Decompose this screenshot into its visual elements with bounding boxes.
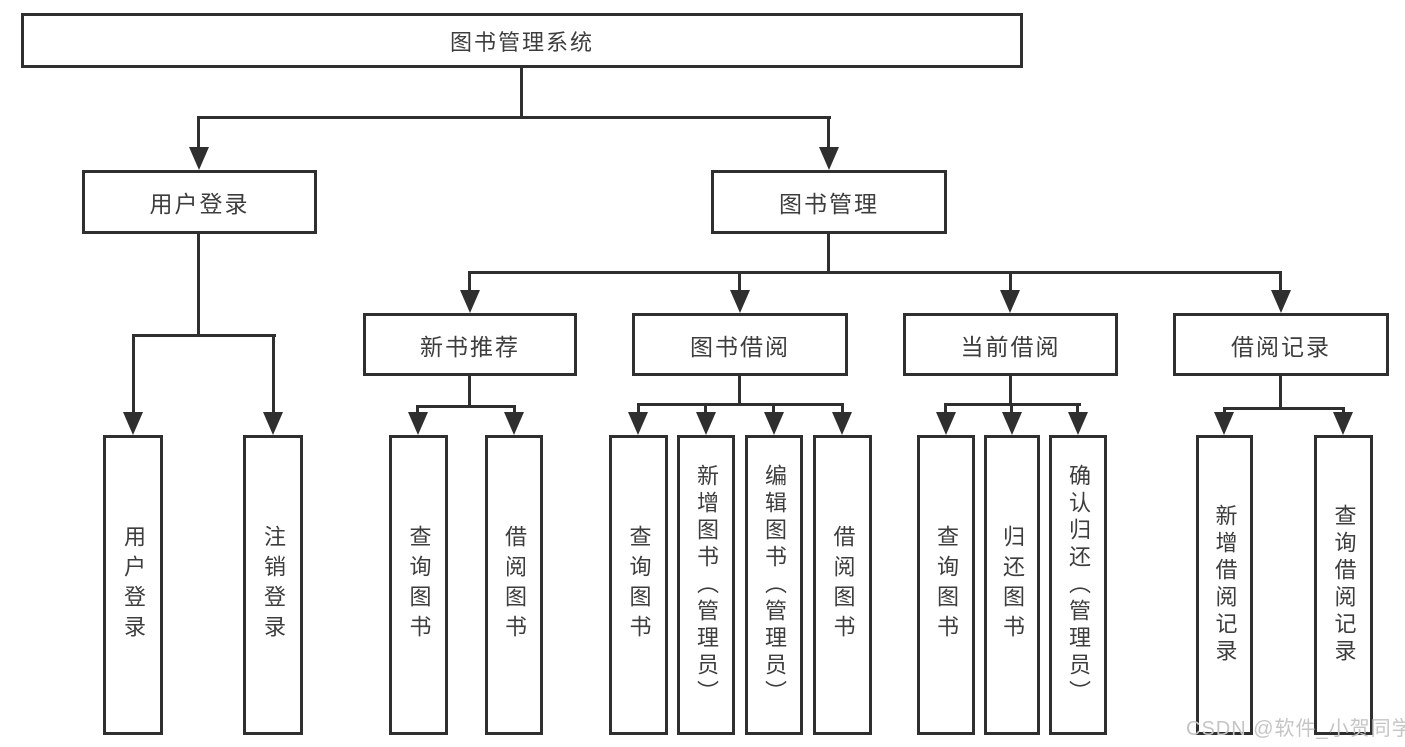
leaf-label: 借阅图书 (830, 525, 856, 645)
arrow-down-icon (460, 290, 480, 313)
node-label: 用户登录 (149, 191, 250, 217)
arrow-down-icon (628, 412, 648, 435)
node-label: 图书管理系统 (449, 29, 594, 55)
leaf-query-books: 查询图书 (609, 435, 668, 735)
leaf-user-login: 用户登录 (103, 435, 163, 735)
connector-new-stem (468, 376, 471, 407)
leaf-label: 查询图书 (406, 525, 432, 645)
leaf-label: 借阅图书 (502, 525, 527, 645)
arrow-down-icon (1002, 412, 1022, 435)
arrow-down-icon (936, 412, 956, 435)
leaf-confirm-return-admin: 确认归还（管理员） (1049, 435, 1107, 735)
leaf-add-book-admin: 新增图书（管理员） (677, 435, 735, 735)
connector-leaf-drop (772, 405, 775, 415)
connector-leaf-drop (1010, 405, 1013, 415)
csdn-watermark: CSDN @软件_小贺同学 (1186, 718, 1405, 740)
connector-l3-drop (468, 273, 471, 293)
connector-l3-drop (1009, 273, 1012, 293)
connector-leaf-drop (416, 407, 419, 416)
node-user-login: 用户登录 (82, 170, 317, 234)
connector-user-leaf-drop (272, 336, 275, 416)
connector-borrow-stem (738, 376, 741, 405)
arrow-down-icon (408, 412, 428, 435)
connector-leaf-drop (841, 405, 844, 415)
leaf-return-books: 归还图书 (984, 435, 1040, 735)
leaf-query-books: 查询图书 (917, 435, 975, 735)
connector-leaf-drop (1076, 405, 1079, 415)
leaf-logout: 注销登录 (243, 435, 303, 735)
leaf-label: 用户登录 (121, 525, 146, 645)
leaf-query-borrow-record: 查询借阅记录 (1314, 435, 1373, 735)
connector-book-drop (827, 118, 830, 150)
node-label: 借阅记录 (1231, 333, 1331, 360)
node-label: 当前借阅 (960, 333, 1061, 360)
connector-user-leaf-drop (132, 336, 135, 416)
connector-leaf-drop (944, 405, 947, 415)
node-label: 新书推荐 (420, 333, 520, 360)
leaf-label: 新增图书（管理员） (694, 463, 719, 707)
arrow-down-icon (1271, 290, 1291, 313)
leaf-query-books: 查询图书 (389, 435, 448, 735)
arrow-down-icon (263, 412, 283, 435)
connector-leaf-drop (704, 405, 707, 415)
leaf-label: 编辑图书（管理员） (762, 463, 787, 707)
connector-user-stem (197, 234, 200, 336)
leaf-label: 查询图书 (626, 525, 652, 645)
node-label: 图书借阅 (690, 333, 790, 360)
node-borrowing-records: 借阅记录 (1173, 313, 1389, 376)
leaf-label: 确认归还（管理员） (1066, 463, 1091, 707)
arrow-down-icon (819, 147, 839, 170)
leaf-borrow-books: 借阅图书 (485, 435, 543, 735)
node-label: 图书管理 (779, 191, 879, 217)
connector-book-stem (827, 234, 830, 273)
arrow-down-icon (1000, 290, 1020, 313)
connector-root-rail (197, 116, 831, 119)
connector-user-rail (132, 334, 276, 337)
arrow-down-icon (189, 147, 209, 170)
connector-records-rail (1223, 407, 1345, 410)
connector-l3-drop (1279, 273, 1282, 293)
leaf-label: 新增借阅记录 (1212, 504, 1238, 666)
arrow-down-icon (730, 290, 750, 313)
connector-records-stem (1279, 376, 1282, 409)
connector-l3-drop (738, 273, 741, 293)
arrow-down-icon (696, 412, 716, 435)
arrow-down-icon (123, 412, 143, 435)
connector-leaf-drop (637, 405, 640, 415)
connector-leaf-drop (513, 407, 516, 416)
connector-user-drop (197, 118, 200, 150)
leaf-label: 查询图书 (934, 525, 959, 645)
leaf-label: 注销登录 (261, 525, 286, 645)
arrow-down-icon (764, 412, 784, 435)
connector-root-stem (520, 68, 523, 118)
node-book-borrowing: 图书借阅 (632, 313, 848, 376)
node-new-book-recommendation: 新书推荐 (363, 313, 577, 376)
arrow-down-icon (1214, 412, 1234, 435)
arrow-down-icon (1068, 412, 1088, 435)
arrow-down-icon (1333, 412, 1353, 435)
arrow-down-icon (504, 412, 524, 435)
leaf-edit-book-admin: 编辑图书（管理员） (745, 435, 803, 735)
node-book-management: 图书管理 (711, 170, 947, 234)
arrow-down-icon (832, 412, 852, 435)
leaf-add-borrow-record: 新增借阅记录 (1196, 435, 1253, 735)
connector-new-rail (416, 405, 516, 408)
node-library-management-system: 图书管理系统 (21, 13, 1023, 68)
connector-borrow-rail (637, 403, 844, 406)
leaf-borrow-books: 借阅图书 (813, 435, 872, 735)
leaf-label: 查询借阅记录 (1331, 504, 1357, 666)
leaf-label: 归还图书 (1000, 525, 1025, 645)
connector-current-rail (944, 403, 1081, 406)
connector-book-rail (468, 271, 1282, 274)
node-current-borrowing: 当前借阅 (903, 313, 1118, 376)
connector-current-stem (1009, 376, 1012, 405)
